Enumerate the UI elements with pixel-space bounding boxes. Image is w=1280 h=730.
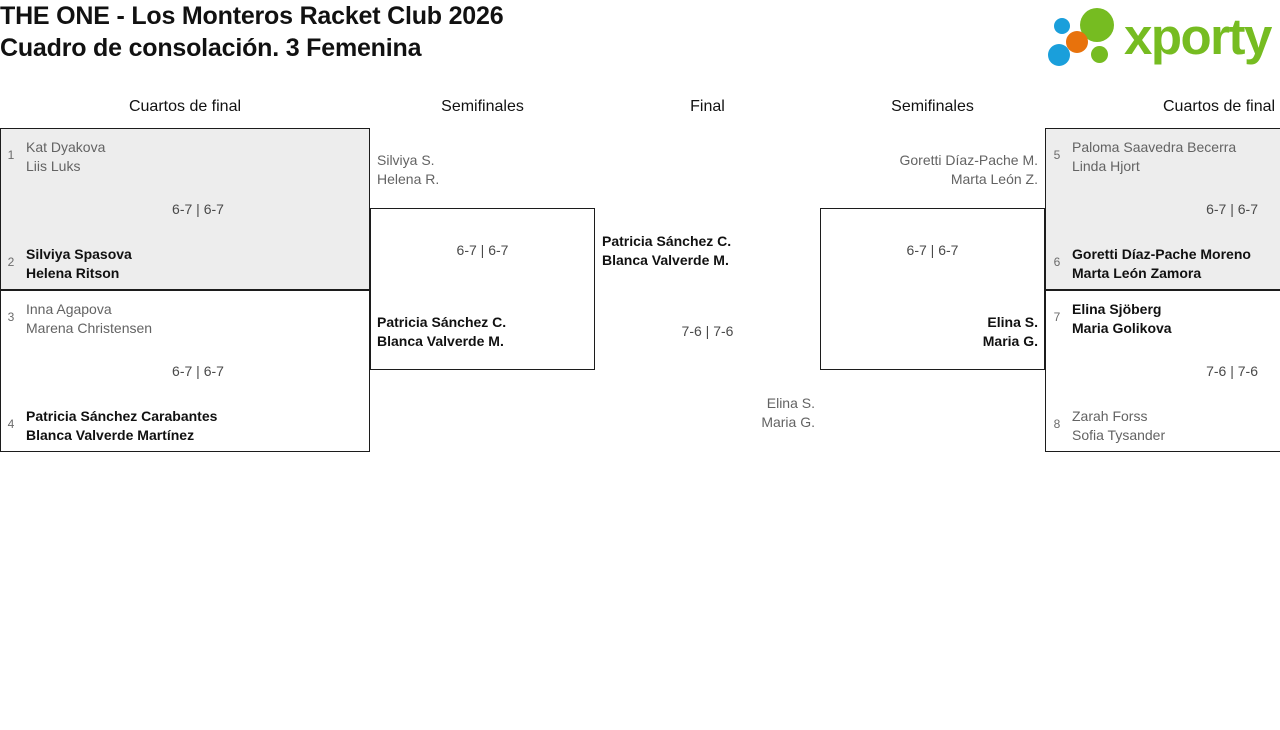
team-final-bottom: Elina S. Maria G. — [761, 395, 815, 430]
round-header-final: Final — [690, 98, 725, 115]
match-right-semifinal[interactable] — [820, 208, 1045, 370]
logo-dot-orange-icon — [1066, 31, 1088, 53]
seed-7: 7 — [1053, 310, 1061, 324]
match-left-semifinal[interactable] — [370, 208, 595, 370]
score-final: 7-6 | 7-6 — [681, 323, 734, 339]
logo-dot-blue-top-icon — [1054, 18, 1070, 34]
match-right-qf-2[interactable] — [1045, 290, 1280, 452]
seed-5: 5 — [1053, 148, 1061, 162]
seed-8: 8 — [1053, 417, 1061, 431]
team-left-sf-bottom: Patricia Sánchez C. Blanca Valverde M. — [377, 314, 507, 349]
seed-2: 2 — [7, 255, 15, 269]
round-header-left-quarterfinals: Cuartos de final — [128, 98, 242, 115]
logo-dots-icon — [1048, 6, 1130, 68]
logo-dot-green-small-icon — [1091, 46, 1108, 63]
title-line-1: THE ONE - Los Monteros Racket Club 2026 — [0, 2, 504, 30]
team-right-sf-top: Goretti Díaz-Pache M. Marta León Z. — [899, 152, 1039, 187]
round-header-right-quarterfinals: Cuartos de final — [1163, 98, 1276, 115]
team-left-qf-1-bottom: Silviya Spasova Helena Ritson — [26, 246, 132, 281]
score-right-qf-2: 7-6 | 7-6 — [1206, 363, 1258, 379]
team-left-qf-2-top: Inna Agapova Marena Christensen — [26, 301, 153, 336]
team-left-qf-1-top: Kat Dyakova Liis Luks — [26, 139, 106, 174]
match-left-qf-1[interactable] — [0, 128, 370, 290]
seed-4: 4 — [7, 417, 15, 431]
round-header-left-semifinals: Semifinales — [441, 98, 524, 115]
logo-dot-blue-bottom-icon — [1048, 44, 1070, 66]
team-right-qf-2-bottom: Zarah Forss Sofia Tysander — [1072, 408, 1166, 443]
match-right-qf-1[interactable] — [1045, 128, 1280, 290]
team-left-sf-top: Silviya S. Helena R. — [377, 152, 440, 187]
seed-1: 1 — [7, 148, 15, 162]
page-title: THE ONE - Los Monteros Racket Club 2026 … — [0, 0, 900, 64]
score-left-qf-1: 6-7 | 6-7 — [172, 201, 224, 217]
round-header-right-semifinals: Semifinales — [891, 98, 974, 115]
match-left-qf-2[interactable] — [0, 290, 370, 452]
team-right-qf-1-bottom: Goretti Díaz-Pache Moreno Marta León Zam… — [1072, 246, 1251, 281]
logo-wordmark: xporty — [1124, 8, 1272, 65]
team-right-qf-2-top: Elina Sjöberg Maria Golikova — [1072, 301, 1172, 336]
score-right-semifinal: 6-7 | 6-7 — [906, 242, 959, 258]
title-line-2: Cuadro de consolación. 3 Femenina — [0, 34, 422, 62]
score-right-qf-1: 6-7 | 6-7 — [1206, 201, 1258, 217]
team-right-sf-bottom: Elina S. Maria G. — [982, 314, 1038, 349]
xporty-logo: xporty — [1046, 4, 1274, 70]
score-left-qf-2: 6-7 | 6-7 — [172, 363, 224, 379]
team-final-top: Patricia Sánchez C. Blanca Valverde M. — [602, 233, 732, 268]
seed-3: 3 — [7, 310, 15, 324]
score-left-semifinal: 6-7 | 6-7 — [456, 242, 509, 258]
seed-6: 6 — [1053, 255, 1061, 269]
team-right-qf-1-top: Paloma Saavedra Becerra Linda Hjort — [1072, 139, 1237, 174]
team-left-qf-2-bottom: Patricia Sánchez Carabantes Blanca Valve… — [26, 408, 218, 443]
